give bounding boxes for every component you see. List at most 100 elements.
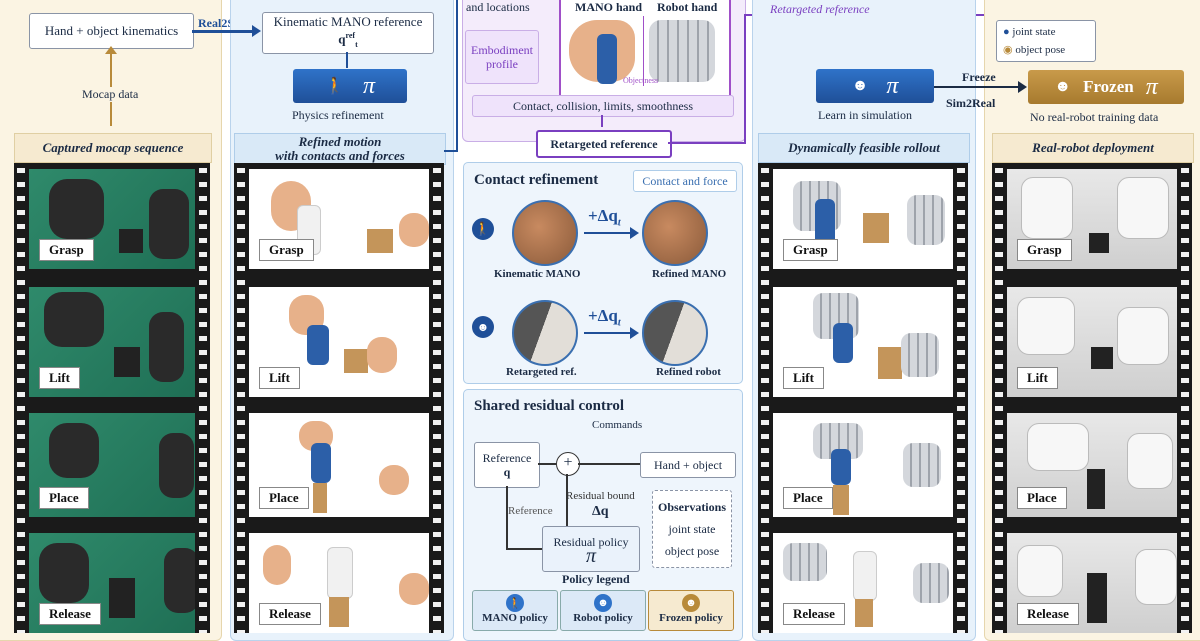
robot-icon: ☻ [851, 77, 869, 94]
deploy-frame-place: Place [1007, 413, 1177, 517]
deploy-frame-release: Release [1007, 533, 1177, 633]
box-object [313, 483, 327, 513]
mocap-sequence-header: Captured mocap sequence [14, 133, 212, 163]
stage-label-release: Release [783, 603, 845, 625]
hand-skin [367, 337, 397, 373]
divider [643, 16, 644, 86]
robot-hand [913, 563, 949, 603]
bottle [307, 325, 329, 365]
contact-force-tag: Contact and force [633, 170, 737, 192]
stage-label-place: Place [259, 487, 309, 509]
stage-label-release: Release [39, 603, 101, 625]
kinematics-box: Hand + object kinematics [29, 13, 194, 49]
cube-object [1087, 573, 1107, 623]
refined-frame-place: Place [249, 413, 429, 517]
refined-frame-lift: Lift [249, 287, 429, 397]
real-robot-header: Real-robot deployment [992, 133, 1194, 163]
objectness-label: Objectness [623, 76, 659, 85]
robot-hand-image [649, 20, 715, 82]
glove-left [49, 179, 104, 239]
robot-policy-block: ☻ π [816, 69, 934, 103]
shared-residual-title: Shared residual control [474, 398, 625, 414]
stage-label-release: Release [1017, 603, 1079, 625]
robot-arm [1135, 549, 1177, 605]
box-object [329, 597, 349, 627]
bottle [815, 199, 835, 245]
cube-object [1091, 347, 1113, 369]
stage-label-place: Place [39, 487, 89, 509]
mano-hand-label: MANO hand [575, 0, 643, 14]
obs-joint-state: joint state [668, 522, 716, 536]
bottle [597, 34, 617, 84]
stage-label-grasp: Grasp [783, 239, 838, 261]
rollout-frame-release: Release [773, 533, 953, 633]
object-pose-icon: ◉ [1003, 44, 1013, 56]
bottle [327, 547, 353, 599]
stage-label-release: Release [259, 603, 321, 625]
residual-policy-box: Residual policy π [542, 526, 640, 572]
joint-state-icon: ● [1003, 26, 1010, 38]
refined-mano-circle [642, 200, 708, 266]
reference-box: Reference q [474, 442, 540, 488]
flow-line [506, 486, 508, 548]
glove-right [164, 548, 195, 613]
retargeted-reference-box: Retargeted reference [536, 130, 672, 158]
reference-label: Reference [508, 505, 553, 517]
mano-icon: 🚶 [506, 594, 524, 612]
kinematic-mano-circle [512, 200, 578, 266]
refined-mano-label: Refined MANO [652, 268, 727, 280]
rollout-filmstrip: Grasp Lift Place Release [758, 163, 968, 633]
deploy-frame-grasp: Grasp [1007, 169, 1177, 269]
stage-label-grasp: Grasp [259, 239, 314, 261]
pi-symbol: π [362, 72, 375, 99]
legend-robot-policy: ☻ Robot policy [560, 590, 646, 631]
rollout-frame-grasp: Grasp [773, 169, 953, 269]
kinematic-ref-label: Kinematic MANO reference [273, 13, 423, 29]
sim2real-arrow [934, 86, 1020, 88]
flow-line [538, 463, 556, 465]
refined-robot-circle [642, 300, 708, 366]
refined-robot-label: Refined robot [656, 366, 721, 378]
flow-line [578, 463, 640, 465]
robot-hand [783, 543, 827, 581]
box-object [878, 347, 902, 379]
frozen-robot-icon: ☻ [1054, 78, 1072, 95]
stage-label-lift: Lift [783, 367, 824, 389]
mocap-arrow-head [105, 46, 117, 54]
box-object [863, 213, 889, 243]
feasible-rollout-header: Dynamically feasible rollout [758, 133, 970, 163]
hand-skin [263, 545, 291, 585]
robot-arm [1027, 423, 1089, 471]
robot-hand [907, 195, 945, 245]
bottle [831, 449, 851, 485]
sim2real-arrow-head [1018, 81, 1027, 93]
mocap-data-label: Mocap data [80, 87, 141, 102]
residual-symbol: Δq [592, 504, 609, 519]
residual-bound-label: Residual bound [566, 490, 635, 502]
delta-label-2: +Δqt [588, 306, 621, 329]
robot-hand-label: Robot hand [657, 0, 718, 14]
refined-frame-release: Release [249, 533, 429, 633]
refine-arrow-2 [584, 332, 632, 334]
mano-icon: 🚶 [472, 218, 494, 240]
rollout-frame-lift: Lift [773, 287, 953, 397]
flow-line [506, 548, 542, 550]
kinematic-mano-reference-box: Kinematic MANO reference qreft [262, 12, 434, 54]
robot-hand [901, 333, 939, 377]
physics-refinement-label: Physics refinement [292, 108, 384, 122]
kinematic-mano-label: Kinematic MANO [494, 268, 581, 280]
robot-icon: ☻ [472, 316, 494, 338]
pi-symbol: π [886, 72, 899, 99]
stage-label-grasp: Grasp [1017, 239, 1072, 261]
robot-arm [1127, 433, 1173, 489]
hand-skin [399, 573, 429, 605]
obs-object-pose: object pose [664, 544, 720, 558]
frozen-robot-icon: ☻ [682, 594, 700, 612]
bottle [311, 443, 331, 483]
mocap-frame-lift: Lift [29, 287, 195, 397]
refined-frame-grasp: Grasp [249, 169, 429, 269]
freeze-label: Freeze [962, 70, 996, 84]
glove-left [49, 423, 99, 478]
contact-refinement-title: Contact refinement [474, 172, 599, 188]
box-object [344, 349, 368, 373]
